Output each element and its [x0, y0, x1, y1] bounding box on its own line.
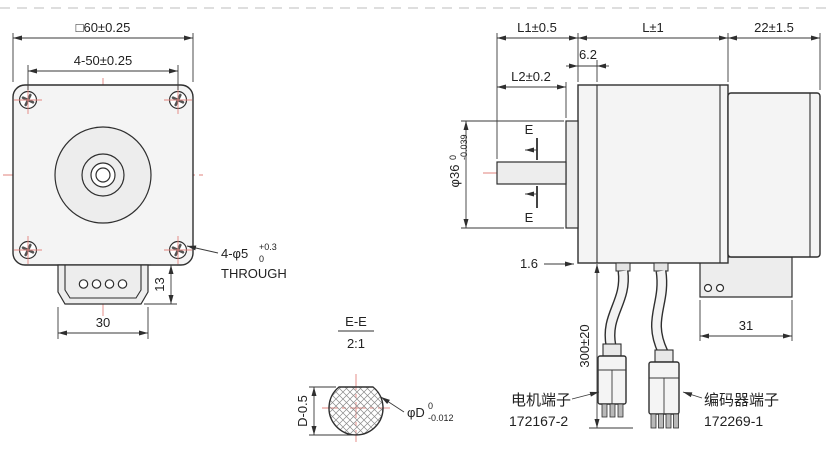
dim-square-side-text: □60±0.25: [76, 20, 131, 35]
dim-l1-text: L1±0.5: [517, 20, 557, 35]
section-cut-marker-top: E: [525, 122, 538, 160]
corner-screw-bottom-left: [14, 236, 42, 264]
encoder-terminal-part: 172269-1: [704, 413, 763, 429]
dim-housing-width: 30: [57, 307, 149, 339]
cable-gland: [653, 262, 669, 272]
encoder-terminal-text: 编码器端子: [704, 392, 779, 409]
terminal-pin-hole: [104, 279, 115, 289]
hole-callout-text: 4-φ5: [221, 246, 248, 261]
dim-boss-tol-upper: 0: [448, 155, 458, 160]
dim-boss-tol-lower: -0.039: [459, 134, 469, 160]
hole-callout-tol-upper: +0.3: [259, 242, 277, 252]
terminal-pin-hole: [117, 279, 128, 289]
motor-terminal-text: 电机端子: [511, 392, 571, 409]
terminal-pin-hole: [91, 279, 102, 289]
dim-boss-dia-text: φ36: [447, 165, 462, 188]
hole-callout-tol-lower: 0: [259, 254, 264, 264]
hole-callout: 4-φ5 +0.3 0 THROUGH: [186, 242, 287, 281]
dim-step: 1.6: [520, 256, 574, 271]
corner-screw-top-right: [164, 86, 192, 114]
front-view: □60±0.25 4-50±0.25 13 30 4: [3, 20, 287, 339]
section-view: E-E 2:1 D-0.5 φD 0 -0.012: [295, 314, 454, 442]
dim-shaft-flat: D-0.5: [295, 386, 353, 436]
motor-terminal-label: 电机端子 172167-2: [509, 391, 600, 429]
section-scale: 2:1: [347, 336, 365, 351]
corner-screw-top-left: [14, 86, 42, 114]
section-letter-top: E: [525, 122, 534, 137]
dim-housing-height-text: 13: [152, 277, 167, 291]
encoder-cable: [650, 270, 669, 355]
dim-housing-height: 13: [144, 264, 177, 305]
motor-body: [577, 84, 729, 264]
dim-boss-dia: φ36 0 -0.039: [447, 120, 564, 229]
shaft-dia-tol-lower: -0.012: [428, 413, 454, 423]
encoder-terminal-label: 编码器端子 172269-1: [682, 391, 779, 429]
section-letter-bottom: E: [525, 210, 534, 225]
dim-l-text: L±1: [642, 20, 664, 35]
dim-block-width: 31: [699, 300, 793, 341]
dim-housing-width-text: 30: [96, 315, 110, 330]
motor-terminal-part: 172167-2: [509, 413, 568, 429]
dim-block-width-text: 31: [739, 318, 753, 333]
dim-hole-spacing-text: 4-50±0.25: [74, 53, 132, 68]
shaft-dia-text: φD: [407, 405, 425, 420]
terminal-pin-hole: [78, 279, 89, 289]
cable-gland: [615, 262, 631, 272]
shaft: [496, 161, 567, 185]
hole-callout-note: THROUGH: [221, 266, 287, 281]
pilot-boss: [565, 120, 579, 229]
side-view: E E L1±0.5 L±1 22±1.5: [447, 20, 821, 429]
dim-shaft-flat-text: D-0.5: [295, 395, 310, 427]
dim-cable-length-text: 300±20: [577, 324, 592, 367]
shaft-dia-callout: φD 0 -0.012: [380, 396, 454, 423]
dim-front-plate: 6.2: [566, 47, 609, 69]
dim-l: L±1: [578, 20, 728, 41]
dim-step-text: 1.6: [520, 256, 538, 271]
rear-housing: [727, 92, 821, 258]
encoder-connector: [648, 349, 680, 429]
shaft-cross-section: [328, 386, 384, 436]
dim-l2: L2±0.2: [497, 69, 566, 90]
dim-l1: L1±0.5: [497, 20, 578, 41]
dim-l2-text: L2±0.2: [511, 69, 551, 84]
dim-front-plate-text: 6.2: [579, 47, 597, 62]
section-cut-marker-bottom: E: [525, 186, 538, 225]
dim-cable-length: 300±20: [577, 264, 633, 429]
motor-cable: [604, 270, 629, 348]
section-title: E-E: [345, 314, 367, 329]
shaft-dia-tol-upper: 0: [428, 401, 433, 411]
dim-hole-spacing: 4-50±0.25: [27, 53, 179, 90]
motor-connector: [597, 343, 627, 418]
dim-rear-length-text: 22±1.5: [754, 20, 794, 35]
dim-square-side: □60±0.25: [12, 20, 194, 82]
dim-rear-length: 22±1.5: [728, 20, 820, 41]
pilot-boss-circles: [54, 126, 152, 224]
front-terminal-housing: [57, 264, 149, 305]
